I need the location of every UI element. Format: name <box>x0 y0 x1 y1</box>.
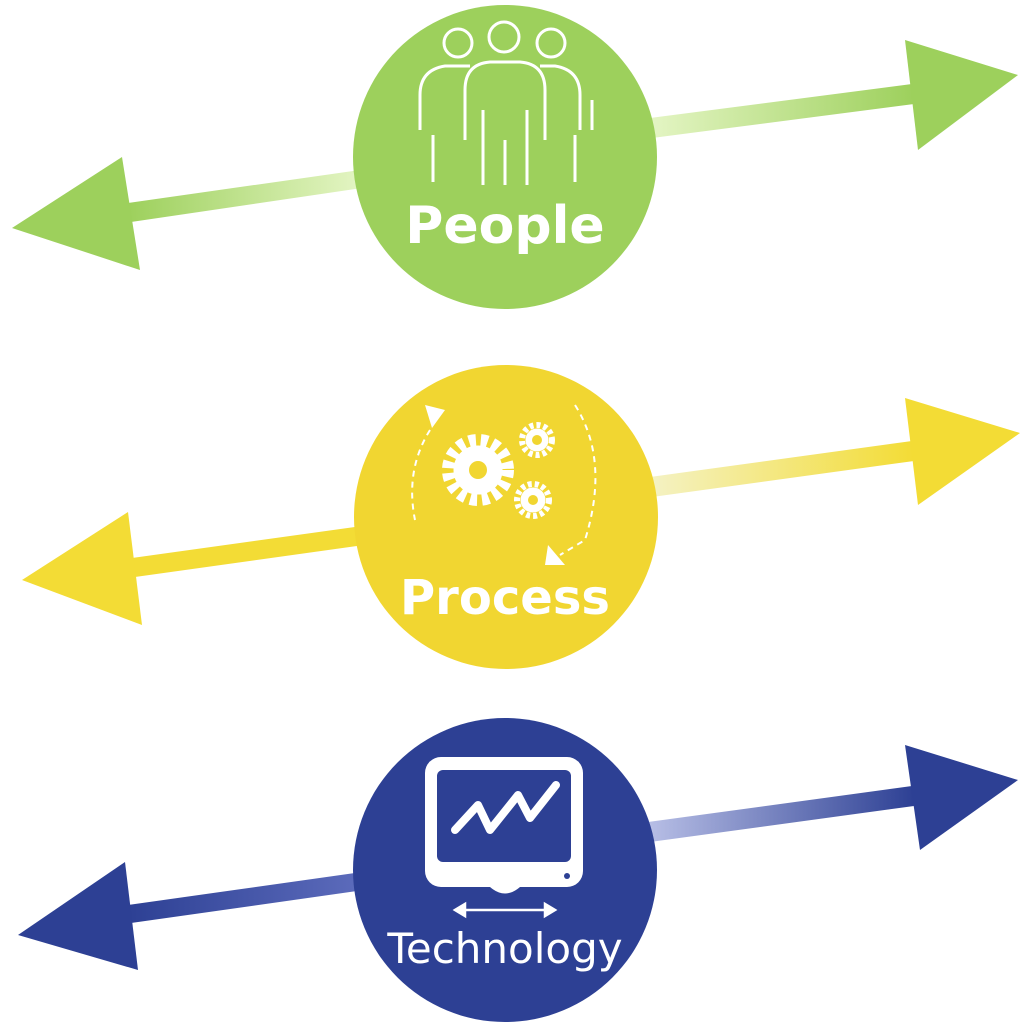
process-circle <box>354 365 658 669</box>
right-arrowhead <box>905 745 1018 850</box>
right-arrow-shaft <box>650 441 914 497</box>
people-row: People <box>12 5 1018 309</box>
right-arrowhead <box>905 398 1020 505</box>
technology-row: Technology <box>18 718 1018 1022</box>
monitor-chart-icon <box>425 757 583 919</box>
double-arrow-icon <box>452 901 558 919</box>
left-arrow-shaft <box>132 526 364 577</box>
right-arrow-shaft <box>650 84 914 138</box>
left-arrow-shaft <box>128 170 362 222</box>
technology-label: Technology <box>386 924 622 973</box>
right-arrowhead <box>905 40 1018 150</box>
left-arrow-shaft <box>128 872 364 923</box>
gears-cycle-icon <box>411 404 597 565</box>
process-label: Process <box>400 570 610 626</box>
left-arrowhead <box>12 157 140 270</box>
people-icon <box>418 20 594 185</box>
process-row: Process <box>22 365 1020 669</box>
left-arrowhead <box>22 512 142 625</box>
left-arrowhead <box>18 862 138 970</box>
people-label: People <box>405 196 604 256</box>
right-arrow-shaft <box>648 786 914 842</box>
